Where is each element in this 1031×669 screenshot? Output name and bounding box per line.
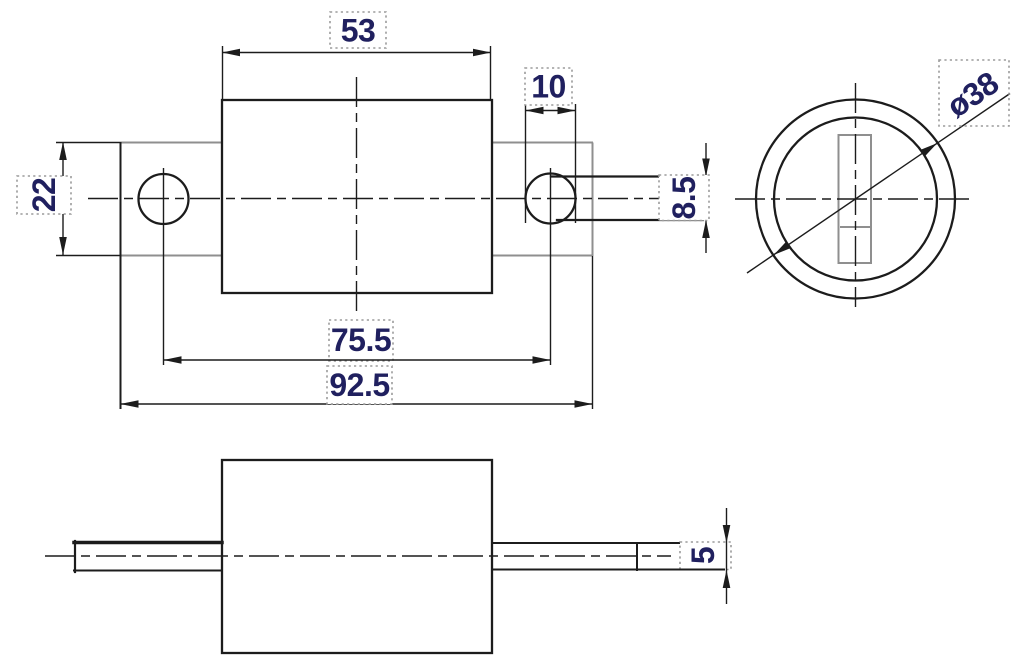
dim-22-text: 22 — [26, 178, 62, 213]
dim-75-5-box[interactable] — [328, 319, 394, 362]
dim-92-5-label[interactable]: 92.5 — [326, 365, 393, 405]
dim-10-box[interactable] — [524, 67, 573, 106]
dim-75-5-arrow-right — [532, 356, 551, 364]
dim-8-5-label[interactable]: 8.5 — [658, 174, 710, 222]
dim-38-box[interactable] — [938, 59, 1010, 127]
dim-10-arrow-left — [525, 106, 544, 115]
dim-22-box[interactable] — [16, 175, 72, 215]
dim-line-diameter-38 — [746, 92, 1011, 274]
dim-22-arrow-top — [59, 142, 67, 160]
dim-5-text: 5 — [685, 547, 721, 564]
dim-5-arrow-bottom — [722, 570, 731, 588]
dim-53-arrow-right — [473, 48, 491, 57]
front-view: 53 22 10 8.5 75.5 — [16, 11, 710, 409]
dim-5-label[interactable]: 5 — [679, 541, 732, 571]
dim-75-5-label[interactable]: 75.5 — [328, 319, 394, 362]
dim-38-text: ø38 — [940, 65, 1005, 125]
dim-53-box[interactable] — [329, 11, 387, 49]
end-view: ø38 — [735, 59, 1011, 307]
dim-92-5-box[interactable] — [326, 365, 393, 405]
dim-5-arrow-top — [722, 525, 731, 543]
dim-8-5-box[interactable] — [658, 174, 710, 222]
dim-92-5-arrow-right — [574, 400, 593, 408]
dim-8-5-text: 8.5 — [666, 177, 702, 220]
dim-10-arrow-right — [557, 106, 576, 115]
dim-10-text: 10 — [531, 69, 566, 105]
dim-75-5-text: 75.5 — [331, 322, 391, 358]
dim-92-5-arrow-left — [120, 400, 139, 408]
dim-22-arrow-bottom — [59, 237, 67, 255]
dim-53-label[interactable]: 53 — [329, 11, 387, 49]
side-view: 5 — [45, 458, 732, 655]
dim-38-arrow-lower-left — [773, 241, 791, 255]
dim-10-label[interactable]: 10 — [524, 67, 573, 106]
dim-75-5-arrow-left — [163, 356, 182, 364]
dim-8-5-arrow-top — [702, 158, 710, 177]
dim-8-5-arrow-bottom — [702, 220, 710, 238]
dim-38-label[interactable]: ø38 — [938, 59, 1010, 127]
dim-53-text: 53 — [341, 13, 376, 49]
dim-92-5-text: 92.5 — [329, 367, 389, 403]
dim-38-arrow-upper-right — [920, 143, 938, 157]
dim-53-arrow-left — [222, 48, 240, 57]
dim-22-label[interactable]: 22 — [16, 175, 72, 215]
